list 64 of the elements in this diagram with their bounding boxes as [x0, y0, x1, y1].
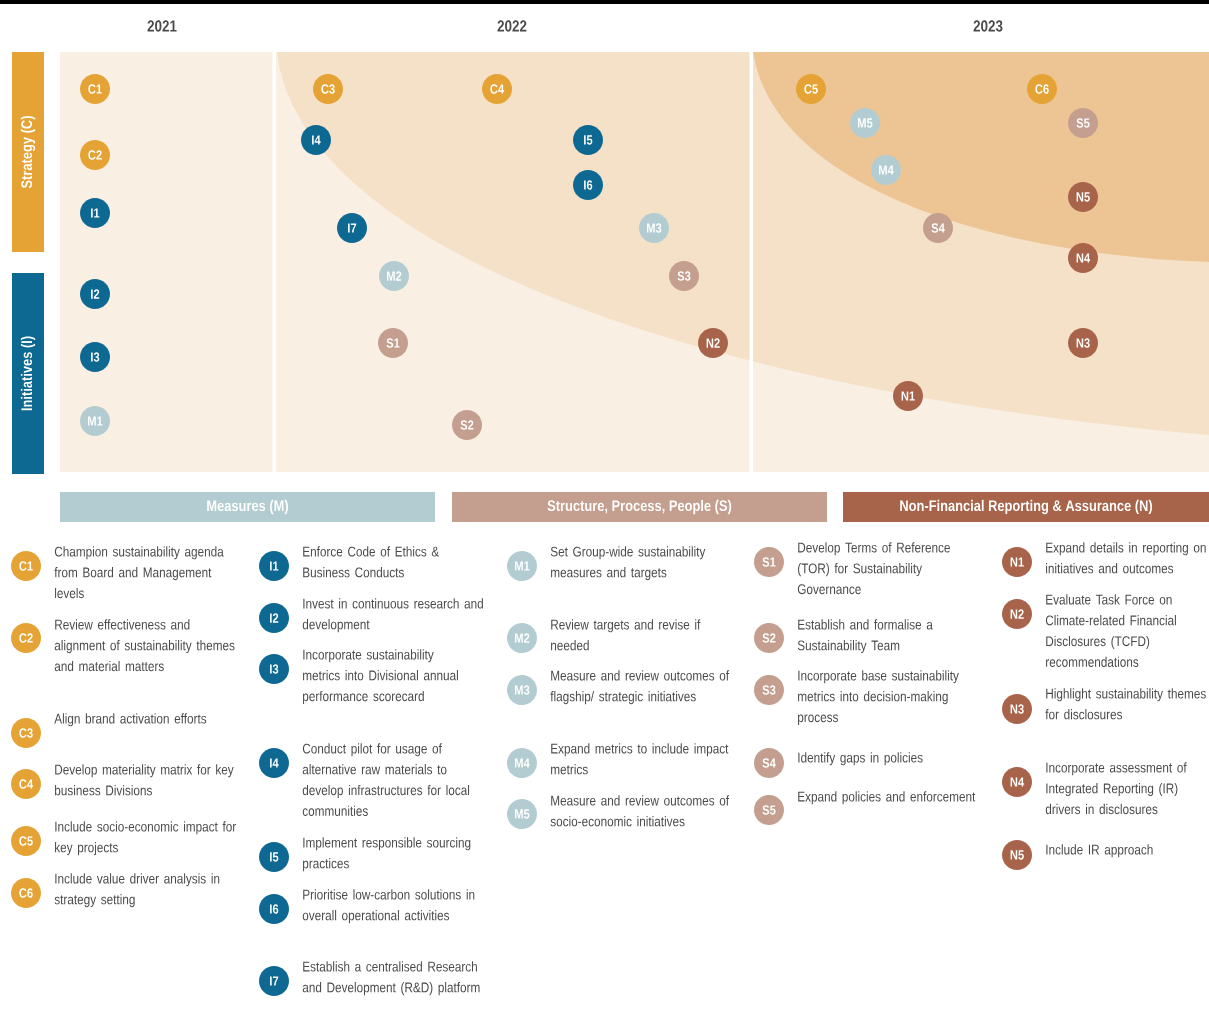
item-description: Measure and review outcomes of flagship/ strategic initiatives	[550, 670, 730, 705]
category-bar: Initiatives (I)	[12, 273, 44, 474]
item-description: Implement responsible sourcing practices	[303, 837, 471, 872]
legend-badge: M2	[507, 623, 537, 653]
legend-badge: S5	[754, 795, 784, 825]
legend-badge: C6	[11, 878, 41, 908]
item-description: Prioritise low-carbon solutions in overall operational activities	[302, 889, 475, 924]
legend-badge: I3	[259, 654, 289, 684]
year-label: 2021	[147, 20, 177, 32]
item-description: Identify gaps in policies	[798, 752, 923, 766]
legend-badge: C3	[11, 718, 41, 748]
item-description: Incorporate assessment of Integrated Reporting (IR) drivers in disclosures	[1045, 762, 1187, 815]
item-description: Align brand activation efforts	[54, 713, 207, 727]
item-description: Incorporate base sustainability metrics into decision-making process	[798, 670, 959, 725]
item-description: Measure and review outcomes of socio-economic initiatives	[550, 795, 730, 827]
item-description: Review effectiveness and alignment of sustainability themes and material matters	[54, 619, 235, 672]
legend-badge: S2	[754, 623, 784, 653]
item-description: Enforce Code of Ethics & Business Conducts	[303, 546, 440, 578]
item-description: Expand metrics to include impact metrics	[551, 743, 729, 775]
legend-badge: N1	[1002, 547, 1032, 577]
legend-badge: M4	[507, 748, 537, 778]
item-description: Set Group-wide sustainability measures and targets	[550, 546, 706, 581]
category-bar: Non-Financial Reporting & Assurance (N)	[843, 492, 1209, 522]
legend-badge: N5	[1002, 840, 1032, 870]
category-bar: Structure, Process, People (S)	[452, 492, 827, 522]
item-description: Establish and formalise a Sustainability Team	[797, 619, 933, 654]
item-description: Evaluate Task Force on Climate-related Financial Disclosures (TCFD) recommendations	[1045, 594, 1176, 667]
year-label: 2022	[497, 20, 527, 32]
item-description: Include IR approach	[1046, 844, 1153, 858]
item-description: Include value driver analysis in strategy setting	[54, 873, 220, 908]
legend-badge: I4	[259, 748, 289, 778]
item-description: Incorporate sustainability metrics into Divisional annual performance scorecard	[303, 649, 458, 704]
item-description: Expand policies and enforcement	[798, 791, 976, 805]
legend-badge: N3	[1002, 694, 1032, 724]
item-description: Expand details in reporting on initiatives and outcomes	[1046, 542, 1206, 574]
item-description: Develop materiality matrix for key business Divisions	[55, 764, 234, 796]
item-description: Conduct pilot for usage of alternative raw materials to develop infrastructures for local communities	[302, 743, 470, 816]
legend-badge: I1	[259, 551, 289, 581]
legend-badge: M3	[507, 675, 537, 705]
legend-badge: S1	[754, 547, 784, 577]
legend-badge: C1	[11, 551, 41, 581]
item-description: Highlight sustainability themes for disclosures	[1045, 688, 1206, 720]
item-description: Establish a centralised Research and Development (R&D) platform	[302, 961, 480, 996]
legend-badge: M5	[507, 799, 537, 829]
item-description: Invest in continuous research and development	[302, 598, 483, 633]
legend-badge: S4	[754, 748, 784, 778]
legend-badge: C5	[11, 826, 41, 856]
category-bar: Strategy (C)	[12, 52, 44, 252]
legend-badge: I6	[259, 894, 289, 924]
item-description: Include socio-economic impact for key projects	[55, 821, 237, 856]
item-description: Champion sustainability agenda from Board and Management levels	[54, 546, 224, 599]
category-bar: Measures (M)	[60, 492, 435, 522]
legend-badge: I7	[259, 966, 289, 996]
legend-badge: I2	[259, 603, 289, 633]
legend-badge: C2	[11, 623, 41, 653]
legend-badge: S3	[754, 675, 784, 705]
legend-badge: N2	[1002, 599, 1032, 629]
legend-badge: I5	[259, 842, 289, 872]
item-description: Review targets and revise if needed	[551, 619, 701, 651]
item-description: Develop Terms of Reference (TOR) for Sustainability Governance	[797, 542, 950, 595]
legend-badge: N4	[1002, 767, 1032, 797]
legend-badge: M1	[507, 551, 537, 581]
year-label: 2023	[973, 20, 1003, 32]
legend-badge: C4	[11, 769, 41, 799]
